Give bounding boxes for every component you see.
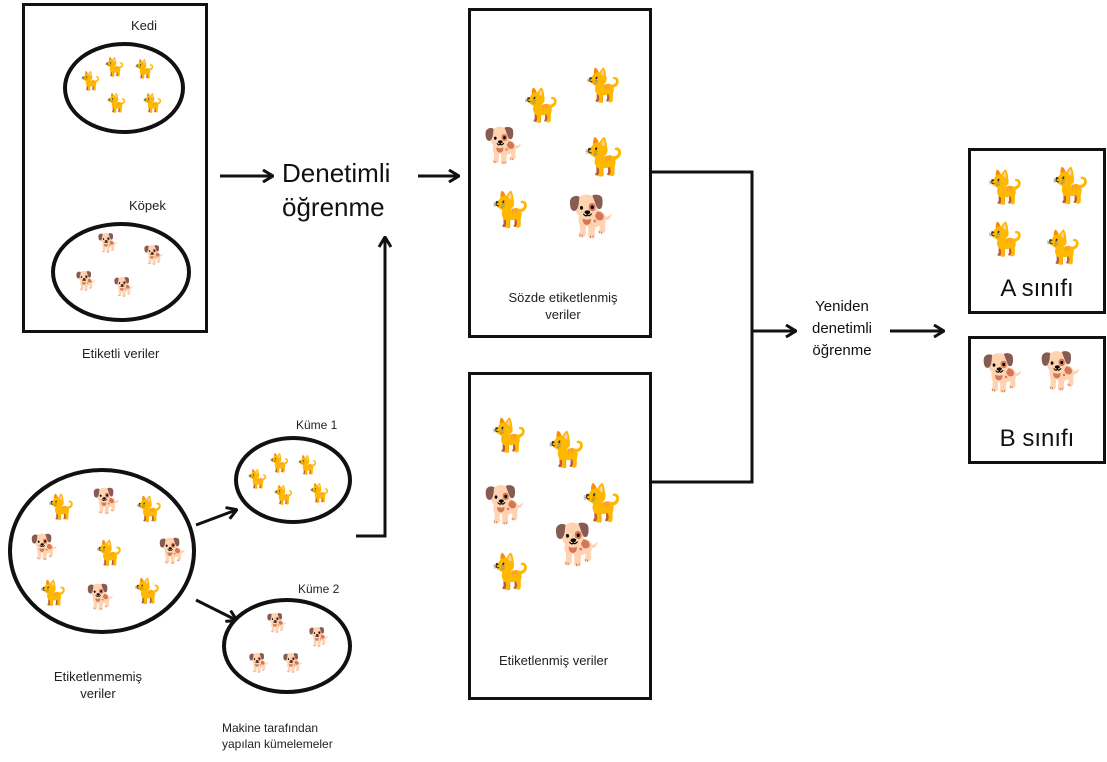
cat-icon: 🐈 — [521, 87, 561, 123]
line-pseudo-to-merge — [652, 170, 754, 484]
dog-icon: 🐕 — [483, 484, 528, 525]
cat-icon: 🐈 — [985, 221, 1025, 257]
cat-group-label: Kedi — [131, 18, 158, 33]
arrow-unlabeled-to-cluster1 — [195, 510, 236, 527]
retrain-line2: denetimli — [811, 320, 873, 337]
unlabeled-data-line1: Etiketlenmemiş — [53, 669, 143, 684]
dog-icon: 🐕 — [483, 127, 526, 165]
cat-icon: 🐈 — [1049, 167, 1092, 205]
dog-icon: 🐕 — [266, 613, 289, 633]
cat-icon: 🐈 — [489, 417, 529, 453]
unlabeled-data-caption: Etiketlenmemiş veriler — [38, 668, 158, 702]
cat-icon: 🐈 — [1043, 229, 1083, 265]
pseudo-labeled-line1: Sözde etiketlenmiş — [508, 290, 618, 305]
cluster1-label: Küme 1 — [296, 418, 338, 432]
supervised-learning-line2: öğrenme — [282, 192, 385, 222]
cluster2-ellipse: 🐕 🐕 🐕 🐕 — [222, 598, 352, 694]
class-a-box: 🐈 🐈 🐈 🐈 A sınıfı — [968, 148, 1106, 314]
dog-icon: 🐕 — [92, 488, 122, 515]
dog-group-label: Köpek — [129, 198, 166, 213]
cluster1-ellipse: 🐈 🐈 🐈 🐈 🐈 — [234, 436, 352, 524]
dog-icon: 🐕 — [1039, 350, 1084, 391]
cat-icon: 🐈 — [105, 93, 128, 113]
cat-icon: 🐈 — [133, 59, 156, 79]
pseudo-labeled-line2: veriler — [545, 307, 581, 322]
dog-icon: 🐕 — [86, 584, 116, 611]
dog-icon: 🐕 — [143, 245, 166, 265]
machine-clustering-line2: yapılan kümelemeler — [222, 737, 333, 751]
dog-icon: 🐕 — [97, 233, 120, 253]
cat-icon: 🐈 — [489, 191, 532, 229]
cluster2-label: Küme 2 — [298, 582, 340, 596]
dog-icon: 🐕 — [75, 271, 98, 291]
cat-icon: 🐈 — [583, 67, 623, 103]
dog-icon: 🐕 — [981, 352, 1026, 393]
unlabeled-data-line2: veriler — [80, 686, 116, 701]
cat-icon: 🐈 — [141, 93, 164, 113]
dog-icon: 🐕 — [113, 277, 136, 297]
machine-clustering-caption: Makine tarafından yapılan kümelemeler — [222, 720, 333, 752]
pseudo-labeled-box: 🐈 🐈 🐕 🐈 🐈 🐕 Sözde etiketlenmiş veriler — [468, 8, 652, 338]
cat-icon: 🐈 — [581, 136, 626, 177]
supervised-learning-title: Denetimli öğrenme — [282, 156, 390, 224]
cat-icon: 🐈 — [268, 453, 291, 473]
cat-icon: 🐈 — [579, 482, 624, 523]
labeled-box-caption: Etiketlenmiş veriler — [499, 653, 609, 668]
dog-icon: 🐕 — [30, 534, 60, 561]
cat-icon: 🐈 — [308, 483, 331, 503]
retrain-line3: öğrenme — [812, 342, 872, 359]
dog-icon: 🐕 — [248, 653, 271, 673]
cat-icon: 🐈 — [132, 578, 162, 605]
cat-icon: 🐈 — [985, 169, 1025, 205]
arrow-unlabeled-to-cluster2 — [195, 598, 236, 620]
cat-icon: 🐈 — [272, 485, 295, 505]
dog-icon: 🐕 — [308, 627, 331, 647]
line-clusters-to-supervised — [356, 238, 385, 538]
retrain-supervised-label: Yeniden denetimli öğrenme — [796, 296, 888, 362]
cat-icon: 🐈 — [38, 580, 68, 607]
cat-icon: 🐈 — [296, 455, 319, 475]
labeled-box: 🐈 🐈 🐕 🐈 🐈 🐕 Etiketlenmiş veriler — [468, 372, 652, 700]
machine-clustering-line1: Makine tarafından — [222, 721, 319, 735]
labeled-data-box: Kedi 🐈 🐈 🐈 🐈 🐈 Köpek 🐕 🐕 🐕 🐕 — [22, 3, 208, 333]
class-b-label: B sınıfı — [999, 425, 1075, 452]
dog-icon: 🐕 — [567, 195, 617, 239]
cat-group-ellipse: 🐈 🐈 🐈 🐈 🐈 — [63, 42, 185, 134]
cat-icon: 🐈 — [46, 494, 76, 521]
labeled-data-caption: Etiketli veriler — [82, 346, 160, 361]
dog-icon: 🐕 — [282, 653, 305, 673]
cat-icon: 🐈 — [103, 57, 126, 77]
cat-icon: 🐈 — [134, 496, 164, 523]
dog-icon: 🐕 — [158, 538, 188, 565]
unlabeled-data-ellipse: 🐈 🐕 🐈 🐕 🐈 🐕 🐈 🐕 🐈 — [8, 468, 196, 634]
cat-icon: 🐈 — [489, 553, 532, 591]
cat-icon: 🐈 — [94, 540, 124, 567]
dog-icon: 🐕 — [553, 523, 603, 567]
cat-icon: 🐈 — [545, 431, 588, 469]
class-a-label: A sınıfı — [1000, 275, 1074, 302]
cat-icon: 🐈 — [246, 469, 269, 489]
class-b-box: 🐕 🐕 B sınıfı — [968, 336, 1106, 464]
retrain-line1: Yeniden — [815, 298, 869, 315]
cat-icon: 🐈 — [79, 71, 102, 91]
pseudo-labeled-caption: Sözde etiketlenmiş veriler — [471, 289, 655, 323]
supervised-learning-line1: Denetimli — [282, 158, 391, 188]
dog-group-ellipse: 🐕 🐕 🐕 🐕 — [51, 222, 191, 322]
